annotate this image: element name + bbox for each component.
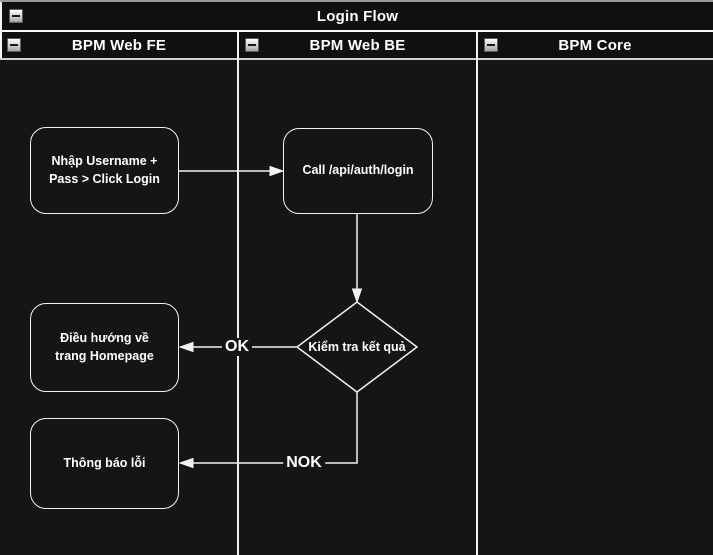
lane-collapse-button[interactable] (7, 38, 21, 52)
lane-divider (237, 32, 239, 555)
lane-header-bpm-web-be[interactable]: BPM Web BE (238, 32, 477, 58)
minus-icon (10, 44, 18, 46)
pool-left-border (0, 2, 2, 58)
minus-icon (248, 44, 256, 46)
edge-label-nok[interactable]: NOK (283, 454, 325, 472)
node-error-message[interactable]: Thông báo lỗi (30, 418, 179, 509)
lane-title: BPM Web FE (71, 36, 167, 54)
lane-title: BPM Web BE (309, 36, 406, 54)
arrowhead-left-icon (178, 341, 194, 353)
arrowhead-right-icon (269, 165, 285, 177)
pool-title-separator (0, 30, 713, 32)
node-call-login-api[interactable]: Call /api/auth/login (283, 128, 433, 214)
pool-top-border (0, 0, 713, 2)
lane-header-bpm-web-fe[interactable]: BPM Web FE (0, 32, 238, 58)
lane-title: BPM Core (558, 36, 632, 54)
lane-header-separator (0, 58, 713, 60)
arrowhead-left-icon (178, 457, 194, 469)
minus-icon (12, 15, 20, 17)
lane-collapse-button[interactable] (245, 38, 259, 52)
minus-icon (487, 44, 495, 46)
pool-title-row: Login Flow (0, 2, 713, 30)
edge-label-ok[interactable]: OK (222, 338, 252, 356)
lane-divider (476, 32, 478, 555)
pool-collapse-button[interactable] (9, 9, 23, 23)
connector-check-nok-to-error (193, 392, 358, 464)
node-navigate-homepage[interactable]: Điều hướng về trang Homepage (30, 303, 179, 392)
lane-header-row: BPM Web FE BPM Web BE BPM Core (0, 32, 713, 58)
pool-title: Login Flow (316, 7, 399, 25)
lane-collapse-button[interactable] (484, 38, 498, 52)
node-check-result-decision[interactable]: Kiểm tra kết quả (295, 301, 419, 393)
decision-label: Kiểm tra kết quả (308, 340, 406, 354)
lane-header-bpm-core[interactable]: BPM Core (477, 32, 713, 58)
node-enter-credentials[interactable]: Nhập Username + Pass > Click Login (30, 127, 179, 214)
arrowhead-down-icon (351, 288, 363, 304)
diamond-shape (295, 301, 419, 393)
